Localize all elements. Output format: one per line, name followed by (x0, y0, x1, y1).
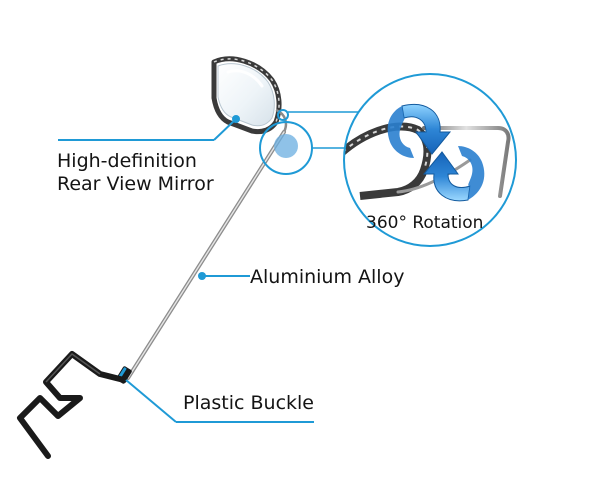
detail-wire-arm-lower (396, 158, 472, 194)
mirror-reflection (226, 69, 264, 88)
black-hook-highlight (45, 353, 101, 383)
mirror-callout-dot (232, 115, 240, 123)
joint-highlight-fill (274, 134, 298, 158)
alloy-callout-label: Aluminium Alloy (250, 266, 405, 288)
mirror-pivot-small-circle (277, 109, 289, 121)
rotation-arrow-right (422, 151, 471, 202)
mirror-label-line2: Rear View Mirror (57, 173, 214, 195)
mirror-callout-label: High-definition Rear View Mirror (57, 150, 214, 196)
detail-mirror-frame-pattern (344, 125, 429, 171)
mirror-callout-leader (213, 118, 237, 141)
rotation-arrow-right-tail (458, 146, 485, 200)
rotation-arrow-left-tail (387, 106, 414, 158)
buckle-callout-leader (125, 379, 177, 423)
rotation-detail-circle (343, 73, 517, 247)
mirror-lens (217, 63, 275, 127)
mirror-frame-pattern (213, 58, 280, 123)
rear-view-mirror (211, 56, 289, 135)
aluminium-wire-highlight (127, 131, 285, 379)
buckle-callout-label: Plastic Buckle (183, 392, 314, 414)
black-hook-clip (17, 351, 127, 459)
rotation-arrow-left (401, 104, 452, 155)
rotation-label: 360° Rotation (366, 213, 484, 233)
detail-wire-arm-upper (422, 126, 511, 198)
detail-circle-border (343, 73, 517, 247)
mirror-label-line1: High-definition (57, 150, 197, 172)
